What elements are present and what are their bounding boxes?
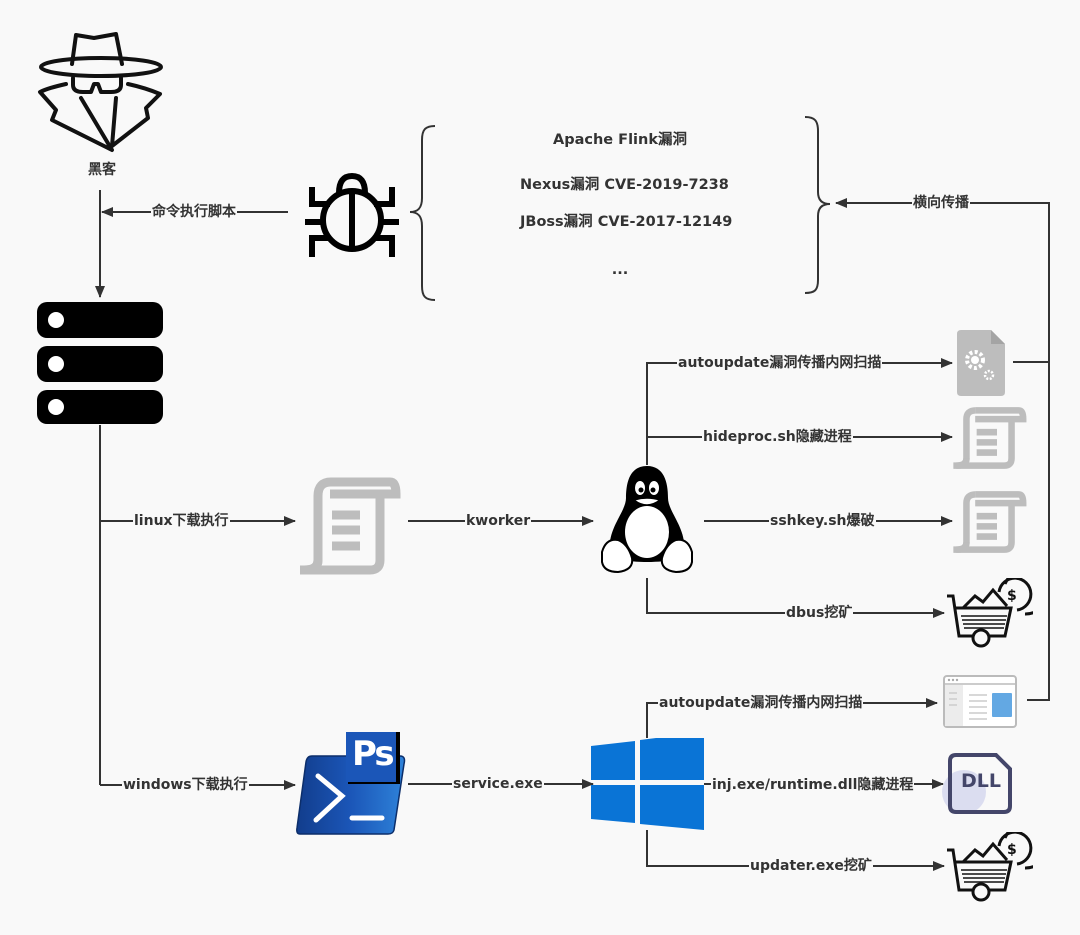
right-brace <box>804 116 831 294</box>
edge-label-service: service.exe <box>452 775 544 793</box>
dll-file-icon: DLL <box>942 752 1018 816</box>
browser-window-icon <box>943 675 1017 728</box>
bug-icon <box>304 168 400 262</box>
edge-label-lateral: 横向传播 <box>912 194 970 212</box>
edge-label-inj: inj.exe/runtime.dll隐藏进程 <box>711 776 915 794</box>
gear-file-icon <box>957 330 1005 396</box>
edge-label-updater: updater.exe挖矿 <box>749 857 873 875</box>
edge-linux-autoupdate <box>646 358 953 465</box>
vuln-item: Nexus漏洞 CVE-2019-7238 <box>520 177 729 193</box>
hacker-label: 黑客 <box>88 162 116 178</box>
edge-label-hideproc: hideproc.sh隐藏进程 <box>702 428 853 446</box>
edge-label-cmd-script: 命令执行脚本 <box>151 203 237 221</box>
dll-label: DLL <box>961 770 1001 792</box>
svg-text:$: $ <box>1007 588 1017 604</box>
edge-label-sshkey: sshkey.sh爆破 <box>769 512 876 530</box>
svg-text:$: $ <box>1007 842 1017 858</box>
hacker-spy-icon <box>36 30 166 160</box>
mining-cart-icon: $ <box>945 568 1049 648</box>
linux-tux-icon <box>598 462 696 578</box>
server-stack-icon <box>37 300 163 424</box>
script-scroll-icon <box>950 490 1028 554</box>
edge-label-win-autoupdate: autoupdate漏洞传播内网扫描 <box>658 694 864 712</box>
edge-label-linux-autoupdate: autoupdate漏洞传播内网扫描 <box>677 354 883 372</box>
powershell-icon: Ps <box>296 732 408 836</box>
vuln-item: ... <box>611 262 629 278</box>
left-brace <box>409 125 436 301</box>
script-scroll-icon <box>296 470 402 576</box>
edge-label-windows-download: windows下载执行 <box>122 776 249 794</box>
edge-label-kworker: kworker <box>465 512 532 530</box>
powershell-badge-text: Ps <box>352 734 395 774</box>
edge-label-dbus: dbus挖矿 <box>785 604 854 622</box>
windows-logo-icon <box>591 732 704 830</box>
vuln-item: JBoss漏洞 CVE-2017-12149 <box>520 214 733 230</box>
mining-cart-icon: $ <box>945 822 1049 902</box>
edge-label-linux-download: linux下载执行 <box>133 512 230 530</box>
vuln-item: Apache Flink漏洞 <box>553 132 687 148</box>
script-scroll-icon <box>950 406 1028 470</box>
